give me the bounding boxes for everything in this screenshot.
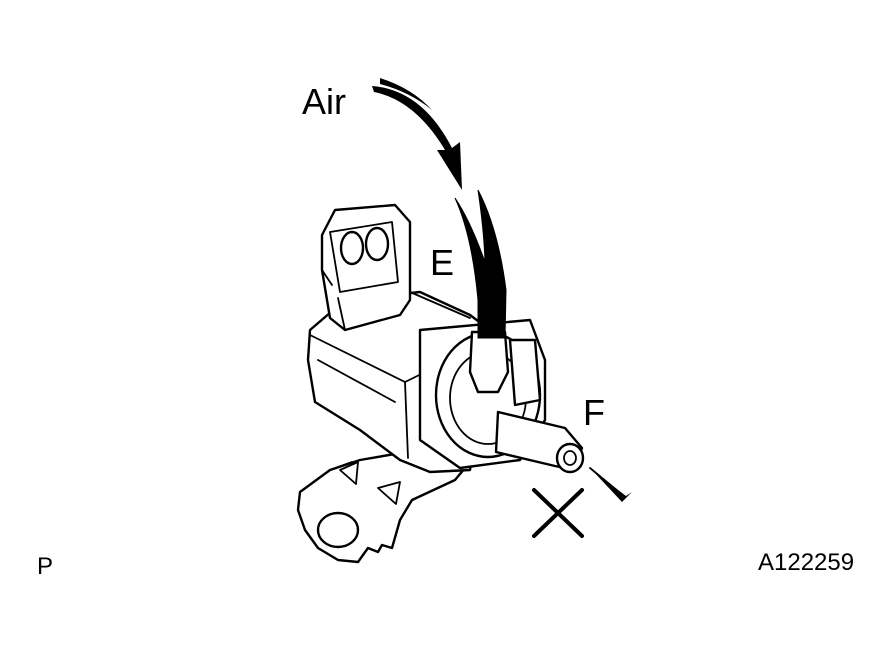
corner-label: P: [37, 553, 53, 580]
air-arrow-icon: [372, 78, 462, 190]
x-mark-icon: [532, 488, 584, 538]
air-flow-into-e: [454, 189, 507, 339]
port-e-nozzle: [468, 330, 510, 394]
air-label: Air: [302, 81, 346, 122]
port-f-label: F: [583, 392, 605, 433]
leak-arrow-icon: [589, 467, 632, 502]
port-e-label: E: [430, 242, 454, 283]
electrical-connector: [320, 203, 412, 332]
port-f-nozzle: [494, 410, 585, 474]
figure-id: A122259: [758, 549, 854, 576]
mounting-bracket: [296, 446, 472, 564]
